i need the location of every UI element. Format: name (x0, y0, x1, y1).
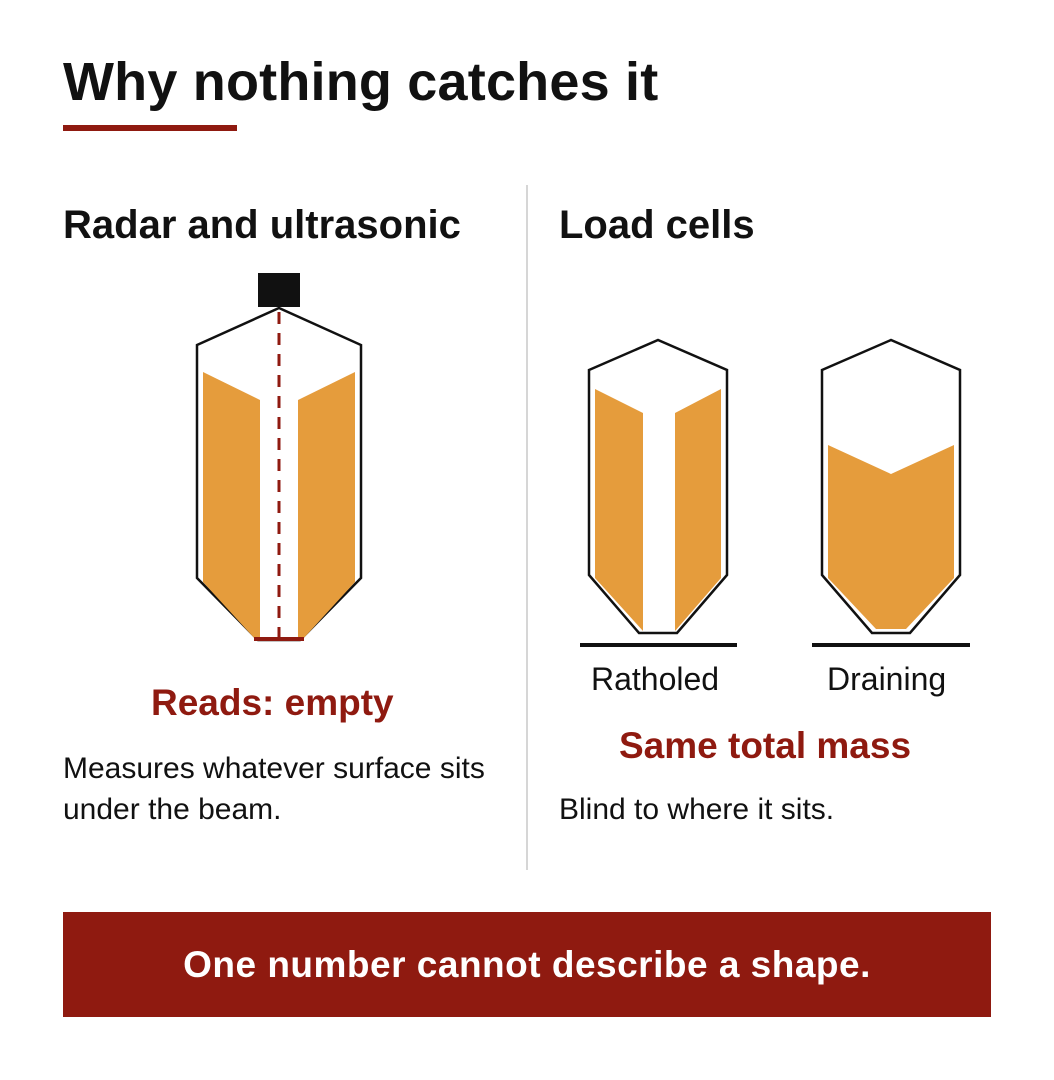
page-title: Why nothing catches it (63, 52, 659, 112)
radar-material-left (203, 372, 260, 640)
ratholed-label: Ratholed (591, 661, 720, 697)
load-cells-heading: Load cells (559, 203, 755, 247)
conclusion-banner: One number cannot describe a shape. (63, 912, 991, 1017)
draining-silo (812, 338, 970, 647)
ratholed-material-left (595, 389, 643, 631)
radar-description: Measures whatever surface sits under the… (63, 752, 485, 826)
load-cells-description: Blind to where it sits. (559, 793, 835, 826)
square-sensor-icon (258, 273, 300, 307)
radar-material-right (298, 372, 355, 640)
ratholed-material-right (675, 389, 721, 631)
ratholed-silo (580, 338, 737, 647)
draining-label: Draining (827, 661, 947, 697)
draining-material (828, 445, 954, 629)
title-underline (63, 125, 237, 131)
radar-callout: Reads: empty (151, 682, 394, 723)
banner-text: One number cannot describe a shape. (183, 943, 871, 985)
column-divider (526, 185, 528, 870)
load-cells-callout: Same total mass (619, 725, 912, 766)
radar-heading: Radar and ultrasonic (63, 203, 461, 247)
